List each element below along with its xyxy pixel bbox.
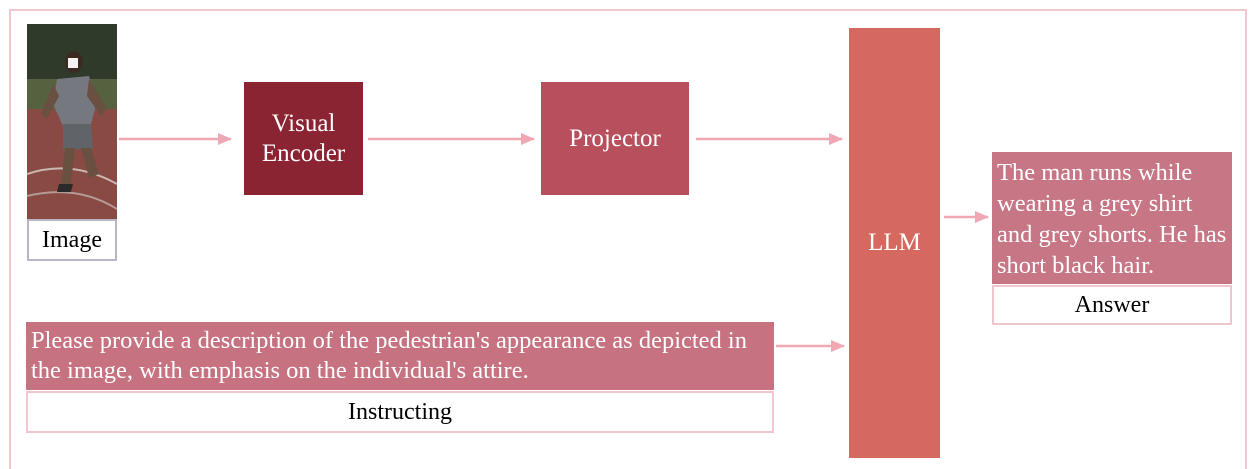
flow-arrows xyxy=(119,133,989,352)
pedestrian-photo xyxy=(27,24,117,219)
instruction-text-box: Please provide a description of the pede… xyxy=(26,322,774,390)
answer-label: Answer xyxy=(992,285,1232,325)
image-label: Image xyxy=(27,219,117,261)
llm-box: LLM xyxy=(849,28,940,458)
visual-encoder-line1: Visual xyxy=(271,109,336,137)
answer-text-box: The man runs while wearing a grey shirt … xyxy=(992,152,1232,284)
diagram-frame xyxy=(9,9,1247,469)
visual-encoder-box: Visual Encoder xyxy=(244,82,363,195)
instructing-label: Instructing xyxy=(26,391,774,433)
projector-box: Projector xyxy=(541,82,689,195)
visual-encoder-line2: Encoder xyxy=(261,139,346,167)
